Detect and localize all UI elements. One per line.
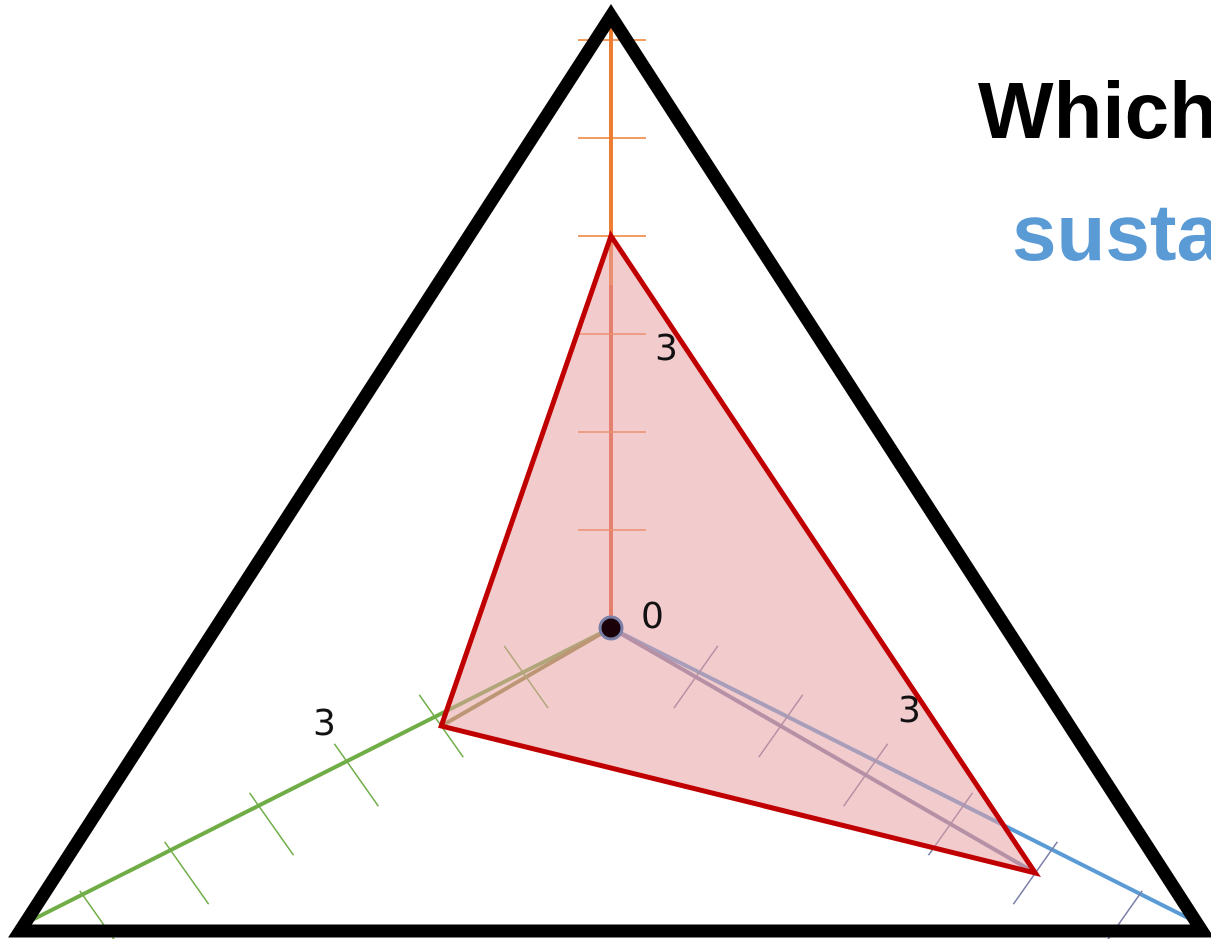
left-axis-tick-3 xyxy=(333,743,380,807)
heading-line-2: susta xyxy=(1012,188,1211,277)
outer-triangle-frame xyxy=(8,4,1211,938)
left-axis-tick-6 xyxy=(79,890,115,939)
center-tick-label: 0 xyxy=(641,596,664,637)
left-axis-tick-label: 3 xyxy=(313,703,336,744)
right-axis-tick-6 xyxy=(1107,890,1143,939)
heading-line-1: Which xyxy=(978,66,1211,155)
right-axis-tick-label: 3 xyxy=(898,690,921,731)
value-triangle xyxy=(438,230,1042,877)
left-axis-tick-4 xyxy=(248,792,295,856)
top-axis-tick-label: 3 xyxy=(655,328,678,369)
left-axis-tick-5 xyxy=(164,841,210,905)
center-point xyxy=(598,615,624,641)
